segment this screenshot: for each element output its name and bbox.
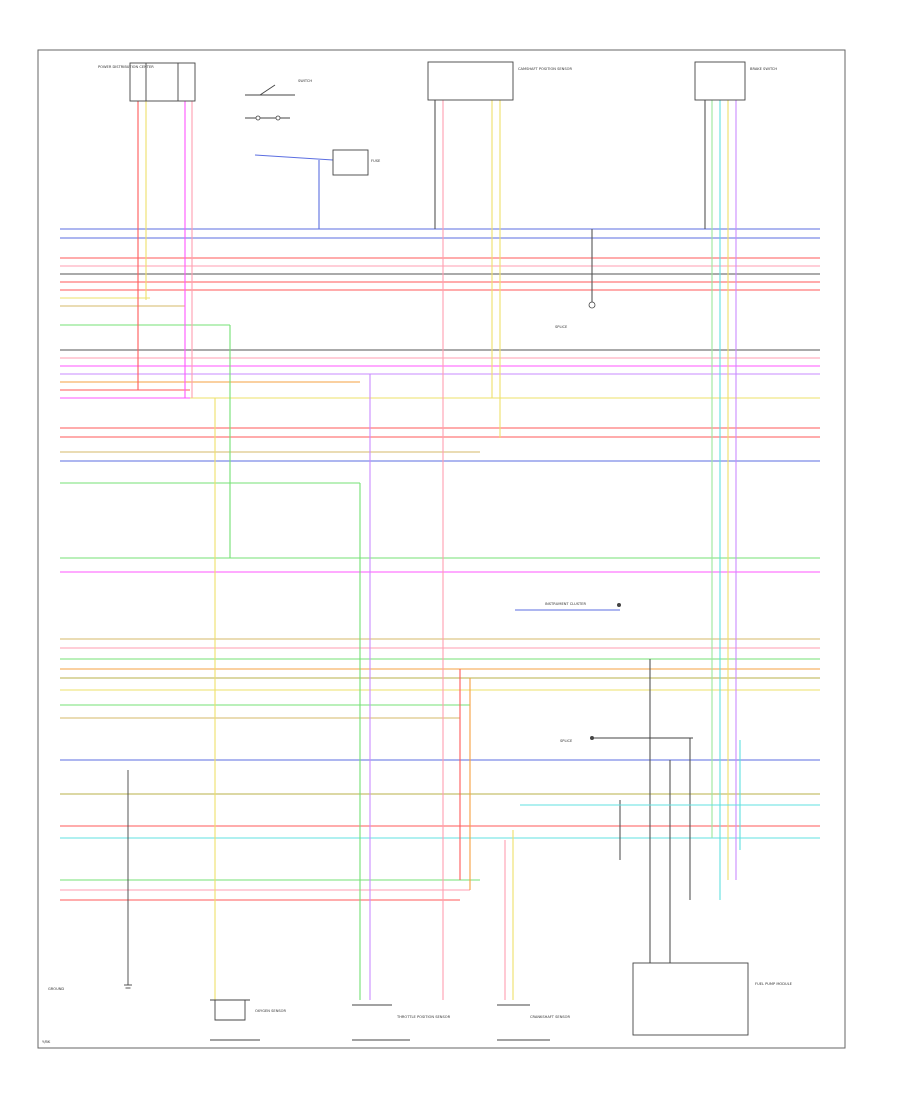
camshaft-sensor: CAMSHAFT POSITION SENSOR — [427, 61, 572, 101]
brake-switch: BRAKE SWITCH — [694, 61, 777, 101]
relay-label: POWER DISTRIBUTION CENTER — [98, 65, 154, 69]
switch-label: SWITCH — [298, 79, 312, 83]
power-relay-top-left: POWER DISTRIBUTION CENTER — [98, 62, 196, 102]
throttle-label: THROTTLE POSITION SENSOR — [396, 1015, 451, 1019]
wire-layer — [60, 100, 820, 1000]
ignition-fuse-wire — [254, 154, 334, 161]
ground-splice: SPLICE — [555, 301, 596, 329]
fuse-box: FUSE — [332, 149, 381, 176]
fuel-pump-label: FUEL PUMP MODULE — [755, 982, 793, 986]
throttle-sensor: THROTTLE POSITION SENSOR — [352, 1004, 451, 1041]
ignition-switch: SWITCH — [245, 79, 312, 121]
relay-box — [129, 62, 196, 102]
footer-code: Y/BK — [42, 1040, 51, 1044]
brake-box — [694, 61, 746, 101]
brake-label: BRAKE SWITCH — [750, 67, 777, 71]
oxygen-sensor: OXYGEN SENSOR — [210, 999, 286, 1041]
diagram-frame — [37, 49, 846, 1049]
camshaft-box — [427, 61, 514, 101]
camshaft-label: CAMSHAFT POSITION SENSOR — [518, 67, 572, 71]
fuel-pump-module: FUEL PUMP MODULE — [632, 962, 793, 1036]
ground-symbol: GROUND — [48, 770, 132, 991]
dist-splice-label: SPLICE — [560, 739, 573, 743]
cluster-label: INSTRUMENT CLUSTER — [545, 602, 586, 606]
ground-label: GROUND — [48, 987, 64, 991]
fuse-label: FUSE — [371, 159, 381, 163]
instrument-cluster: INSTRUMENT CLUSTER — [545, 602, 621, 607]
dist-splice: SPLICE — [560, 736, 693, 743]
crank-label: CRANKSHAFT SENSOR — [530, 1015, 570, 1019]
fuel-pump-box — [632, 962, 749, 1036]
crank-sensor: CRANKSHAFT SENSOR — [497, 1004, 570, 1041]
o2-label: OXYGEN SENSOR — [255, 1009, 286, 1013]
fuse-rect — [332, 149, 369, 176]
ground-splice-label: SPLICE — [555, 325, 568, 329]
